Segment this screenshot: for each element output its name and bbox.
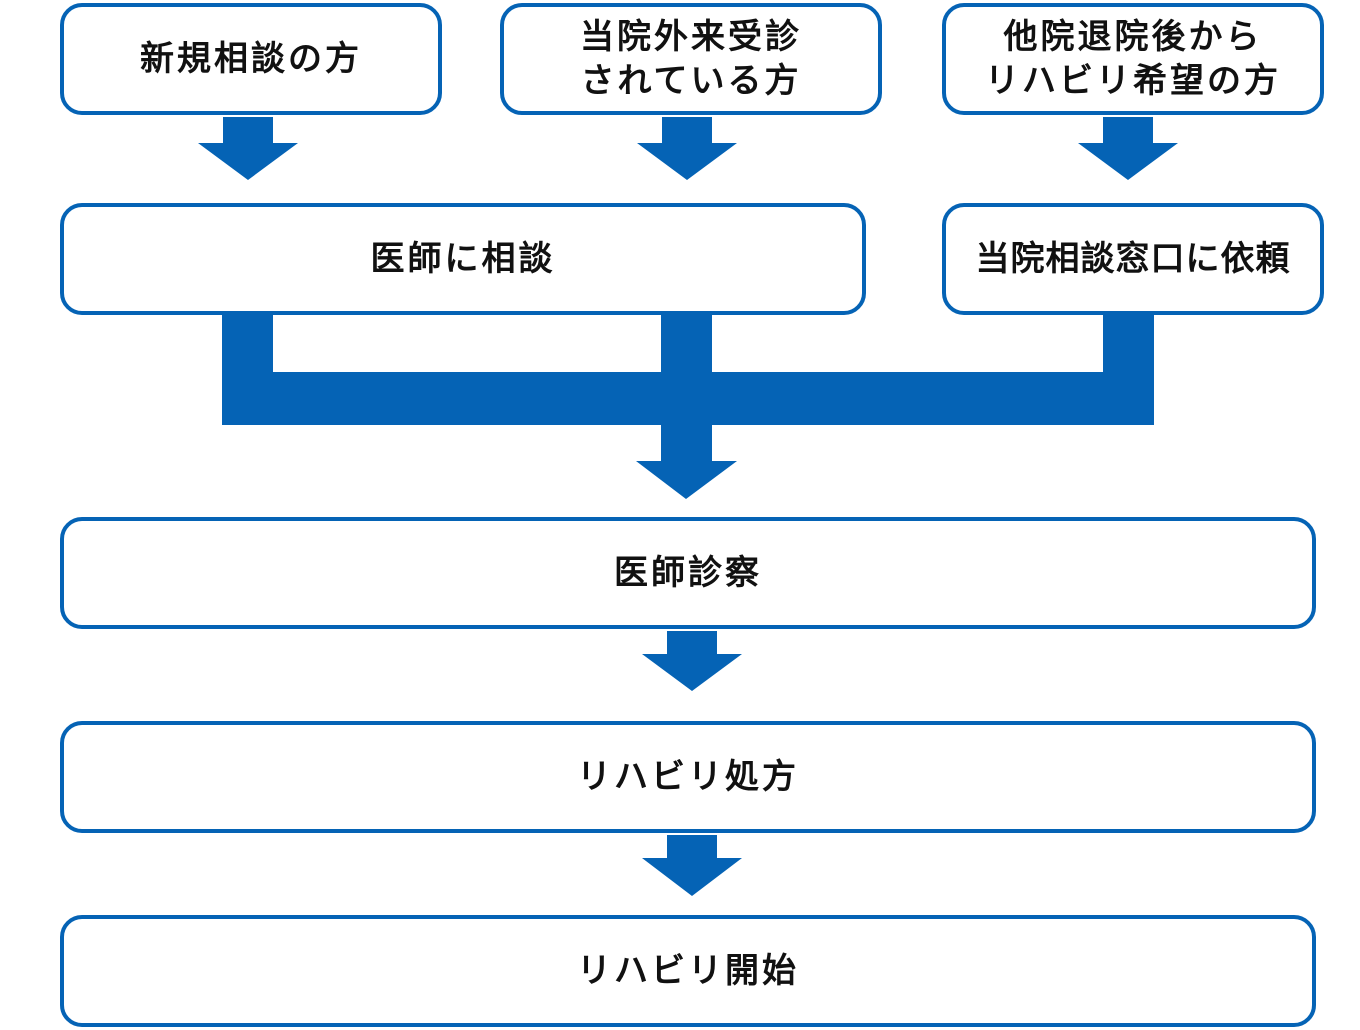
node-other-hospital-label-line2: リハビリ希望の方 <box>985 61 1281 101</box>
node-consult-window-label: 当院相談窓口に依頼 <box>975 239 1291 279</box>
node-new-consultation-label: 新規相談の方 <box>140 39 362 79</box>
node-rehab-prescription-label: リハビリ処方 <box>577 757 799 797</box>
node-outpatient: 当院外来受診 されている方 <box>500 3 882 115</box>
node-outpatient-label-line2: されている方 <box>580 61 802 101</box>
node-rehab-start: リハビリ開始 <box>60 915 1316 1027</box>
arrow-exam-to-prescription <box>642 631 742 691</box>
node-consult-doctor-label: 医師に相談 <box>370 239 556 279</box>
node-rehab-start-label: リハビリ開始 <box>577 951 799 991</box>
arrow-other-hospital-to-window <box>1078 117 1178 180</box>
node-rehab-prescription: リハビリ処方 <box>60 721 1316 833</box>
node-other-hospital-label-line1: 他院退院後から <box>1003 17 1263 57</box>
arrow-prescription-to-start <box>642 835 742 896</box>
node-new-consultation: 新規相談の方 <box>60 3 442 115</box>
node-consult-doctor: 医師に相談 <box>60 203 866 315</box>
node-doctor-exam-label: 医師診察 <box>614 553 762 593</box>
connector-merge-bar <box>222 372 1154 425</box>
arrow-merge-to-exam <box>636 424 737 499</box>
arrow-new-to-doctor <box>198 117 298 180</box>
node-other-hospital: 他院退院後から リハビリ希望の方 <box>942 3 1324 115</box>
arrow-outpatient-to-doctor <box>637 117 737 180</box>
node-consult-window: 当院相談窓口に依頼 <box>942 203 1324 315</box>
node-doctor-exam: 医師診察 <box>60 517 1316 629</box>
node-outpatient-label-line1: 当院外来受診 <box>580 17 802 57</box>
